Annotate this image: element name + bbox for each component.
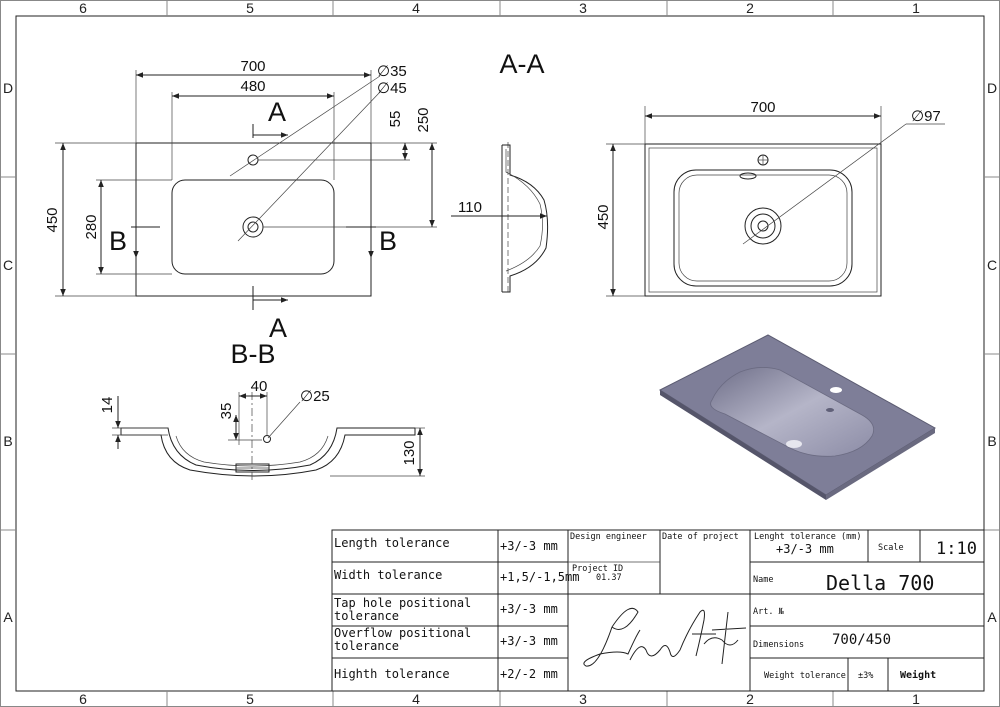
dim-drain-dia: ∅45 <box>377 80 407 97</box>
design-engineer-label: Design engineer <box>570 532 647 542</box>
bottom-view-drain <box>744 207 782 245</box>
weight-tolerance-value: ±3% <box>858 671 873 681</box>
dim-bowl-width: 480 <box>240 78 265 95</box>
dim-bowl-depth: 280 <box>83 214 100 239</box>
zone-row-right-b: B <box>987 433 996 449</box>
bottom-view-bowl <box>673 169 853 287</box>
tap-hole <box>247 154 259 166</box>
zone-col-bottom-5: 5 <box>246 691 254 707</box>
zone-row-left-d: D <box>3 80 13 96</box>
tolerance-label-overflow-2: tolerance <box>334 639 399 653</box>
scale-label: Scale <box>878 543 904 553</box>
section-a-marker-top: A <box>268 97 286 127</box>
signature-logo <box>583 607 747 667</box>
length-tolerance-label: Lenght tolerance (mm) <box>754 532 861 542</box>
isometric-render <box>658 334 936 500</box>
top-view-outline <box>135 142 372 297</box>
section-a-view: A-A 110 <box>451 49 549 295</box>
dim-section-b-offset: 40 <box>251 378 268 395</box>
section-b-marker-right: B <box>379 226 397 256</box>
zone-col-top-5: 5 <box>246 0 254 16</box>
dim-section-b-depth: 130 <box>401 440 418 465</box>
dim-bottom-depth: 450 <box>595 204 612 229</box>
dim-section-b-hole-dia: ∅25 <box>300 388 330 405</box>
tolerance-label-overflow-1: Overflow positional <box>334 626 471 640</box>
dim-bottom-width: 700 <box>750 99 775 116</box>
zone-col-top-3: 3 <box>579 0 587 16</box>
zone-col-bottom-4: 4 <box>412 691 420 707</box>
dim-width: 700 <box>240 58 265 75</box>
zone-row-left-b: B <box>3 433 12 449</box>
section-b-view: B-B 40 35 ∅25 14 130 <box>99 339 425 480</box>
drain-outer <box>242 216 264 238</box>
section-b-profile <box>120 427 416 477</box>
tolerance-value-height: +2/-2 mm <box>500 667 558 681</box>
zone-row-left-a: A <box>3 609 13 625</box>
art-number-label: Art. № <box>753 607 784 617</box>
dim-bottom-hole-dia: ∅97 <box>911 108 941 125</box>
zone-col-bottom-1: 1 <box>912 691 920 707</box>
dim-tap-offset: 55 <box>387 111 404 128</box>
bottom-view: 700 450 ∅97 <box>595 99 945 297</box>
zone-col-top-4: 4 <box>412 0 420 16</box>
tolerance-label-height: Highth tolerance <box>334 667 450 681</box>
length-tolerance-value: +3/-3 mm <box>776 542 834 556</box>
zone-col-top-6: 6 <box>79 0 87 16</box>
dim-tap-dia: ∅35 <box>377 63 407 80</box>
title-block: Length tolerance +3/-3 mm Width toleranc… <box>331 529 985 692</box>
dim-depth: 450 <box>44 207 61 232</box>
zone-col-top-2: 2 <box>746 0 754 16</box>
zone-col-bottom-3: 3 <box>579 691 587 707</box>
zone-row-right-c: C <box>987 257 997 273</box>
zone-labels: 6 5 4 3 2 1 6 5 4 3 2 1 D C B A D C B A <box>3 0 997 707</box>
weight-tolerance-label: Weight tolerance <box>764 671 846 681</box>
dim-section-b-slab: 14 <box>99 397 116 414</box>
tolerance-value-tap-hole: +3/-3 mm <box>500 602 558 616</box>
date-of-project-label: Date of project <box>662 532 739 542</box>
tolerance-value-width: +1,5/-1,5mm <box>500 570 579 584</box>
tolerance-value-overflow: +3/-3 mm <box>500 634 558 648</box>
zone-col-top-1: 1 <box>912 0 920 16</box>
tolerance-label-tap-hole-2: tolerance <box>334 609 399 623</box>
section-b-title: B-B <box>230 339 275 369</box>
tolerance-label-width: Width tolerance <box>334 568 442 582</box>
tolerance-value-length: +3/-3 mm <box>500 539 558 553</box>
section-a-profile <box>501 144 549 293</box>
top-view: 700 480 ∅35 ∅45 450 280 55 250 A A B B <box>44 58 437 343</box>
name-label: Name <box>753 575 773 585</box>
zone-row-left-c: C <box>3 257 13 273</box>
dim-section-b-hole-height: 35 <box>218 403 235 420</box>
scale-value: 1:10 <box>936 539 977 559</box>
dimensions-value: 700/450 <box>832 632 891 648</box>
zone-row-right-a: A <box>987 609 997 625</box>
section-b-marker-left: B <box>109 226 127 256</box>
tolerance-label-tap-hole-1: Tap hole positional <box>334 596 471 610</box>
project-id-value: 01.37 <box>596 573 622 583</box>
bottom-view-outline <box>644 143 882 297</box>
weight-label: Weight <box>900 669 936 681</box>
zone-col-bottom-2: 2 <box>746 691 754 707</box>
dim-drain-offset: 250 <box>415 107 432 132</box>
zone-row-right-d: D <box>987 80 997 96</box>
dimensions-label: Dimensions <box>753 640 804 650</box>
dim-section-a-height: 110 <box>458 199 482 216</box>
product-name: Della 700 <box>826 571 934 595</box>
tolerance-label-length: Length tolerance <box>334 536 450 550</box>
section-a-marker-bottom: A <box>269 313 287 343</box>
drain-inner <box>247 221 259 233</box>
zone-col-bottom-6: 6 <box>79 691 87 707</box>
project-id-label: Project ID <box>572 564 623 574</box>
section-a-title: A-A <box>499 49 544 79</box>
